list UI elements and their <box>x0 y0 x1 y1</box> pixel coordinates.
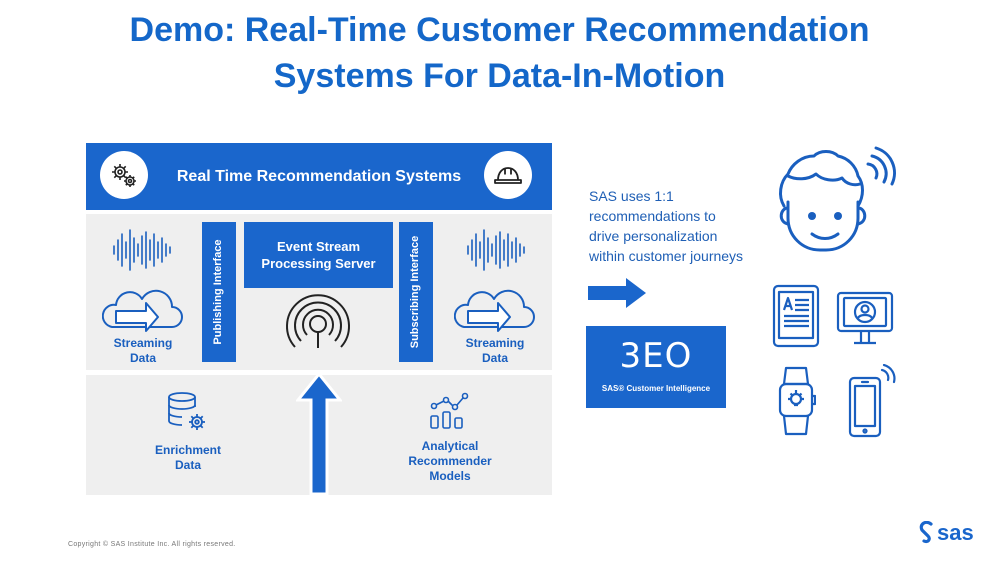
smartwatch-icon <box>778 366 816 436</box>
analytical-label-line1: Analytical <box>421 439 479 453</box>
hard-hat-icon <box>494 167 522 184</box>
ci-logo: 3EO <box>619 336 693 376</box>
streaming-label-left-line2: Data <box>129 351 156 365</box>
customer-intelligence-box: 3EO SAS® Customer Intelligence <box>586 326 726 408</box>
sas-text-line3: drive personalization <box>589 228 718 244</box>
enrichment-label-line2: Data <box>174 458 201 472</box>
publishing-interface-label: Publishing Interface <box>212 239 224 345</box>
gears-icon <box>112 164 136 187</box>
sas-text-line2: recommendations to <box>589 208 716 224</box>
publishing-interface-bar <box>202 222 236 362</box>
analytics-chart-icon <box>430 392 469 429</box>
banner-label: Real Time Recommendation Systems <box>176 168 462 185</box>
analytical-label-line3: Models <box>429 469 471 483</box>
subscribing-interface-bar <box>399 222 433 362</box>
ci-label: SAS® Customer Intelligence <box>601 384 711 393</box>
cloud-arrow-icon-left <box>102 289 183 332</box>
enrichment-data-label: Enrichment Data <box>138 443 238 473</box>
subscribing-interface-label: Subscribing Interface <box>409 235 421 349</box>
tablet-icon <box>772 284 820 348</box>
monitor-user-icon <box>836 291 894 345</box>
streaming-data-label-right: Streaming Data <box>452 336 538 366</box>
customer-face-icon <box>779 146 896 252</box>
analytical-label-line2: Recommender <box>408 454 492 468</box>
smartphone-icon <box>848 364 896 438</box>
esp-label-line1: Event Stream <box>276 239 361 254</box>
gears-icon-circle <box>100 151 148 199</box>
copyright-text: Copyright © SAS Institute Inc. All right… <box>68 541 236 548</box>
enrichment-label-line1: Enrichment <box>154 443 221 457</box>
analytical-recommender-label: Analytical Recommender Models <box>398 439 502 484</box>
streaming-data-label-left: Streaming Data <box>100 336 186 366</box>
broadcast-signal-icon <box>286 294 350 348</box>
sas-logo: sas <box>918 520 974 546</box>
esp-label-line2: Processing Server <box>261 256 376 271</box>
slide-title-line1: Demo: Real-Time Customer Recommendation <box>129 11 870 49</box>
cloud-arrow-icon-right <box>454 289 535 332</box>
sas-text-line1: SAS uses 1:1 <box>589 188 674 204</box>
slide-title-line2: Systems For Data-In-Motion <box>273 57 726 95</box>
streaming-label-right-line2: Data <box>481 351 508 365</box>
sas-text-line4: within customer journeys <box>589 248 744 264</box>
right-arrow-icon <box>588 278 646 308</box>
up-arrow-icon <box>296 372 342 496</box>
event-stream-processing-server: Event Stream Processing Server <box>244 222 393 288</box>
sas-logo-text: sas <box>937 520 974 545</box>
database-gear-icon <box>168 392 205 430</box>
streaming-label-left-line1: Streaming <box>113 336 173 350</box>
banner-background <box>86 143 552 210</box>
sas-description: SAS uses 1:1 recommendations to drive pe… <box>589 186 789 266</box>
sound-wave-icon-right <box>467 229 525 271</box>
streaming-label-right-line1: Streaming <box>465 336 525 350</box>
hard-hat-icon-circle <box>484 151 532 199</box>
sas-logo-mark <box>919 521 933 544</box>
sound-wave-icon-left <box>113 229 171 271</box>
